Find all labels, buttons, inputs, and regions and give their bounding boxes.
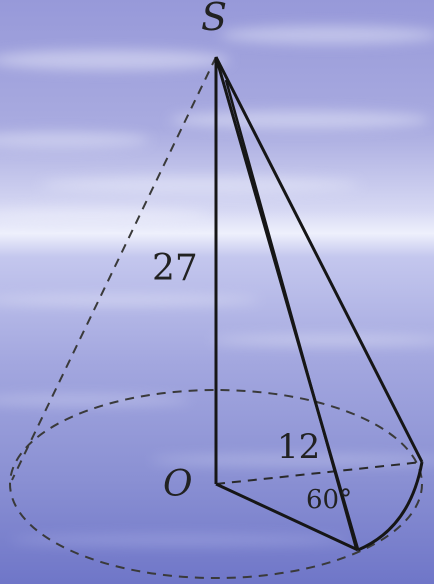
angle-label: 60° bbox=[306, 485, 352, 515]
cone-left-generator bbox=[11, 56, 217, 481]
center-label: O bbox=[163, 464, 193, 505]
height-label: 27 bbox=[152, 248, 198, 289]
cone-base-ellipse bbox=[9, 389, 423, 579]
edge-sb bbox=[214, 56, 424, 463]
base-arc bbox=[357, 461, 424, 552]
radius-oa bbox=[215, 482, 359, 552]
edge-sa-inner bbox=[224, 79, 358, 549]
radius-label: 12 bbox=[277, 427, 320, 467]
radius-ob-dashed bbox=[215, 461, 423, 485]
sea-ripples bbox=[0, 295, 434, 546]
apex-label: S bbox=[201, 0, 227, 39]
